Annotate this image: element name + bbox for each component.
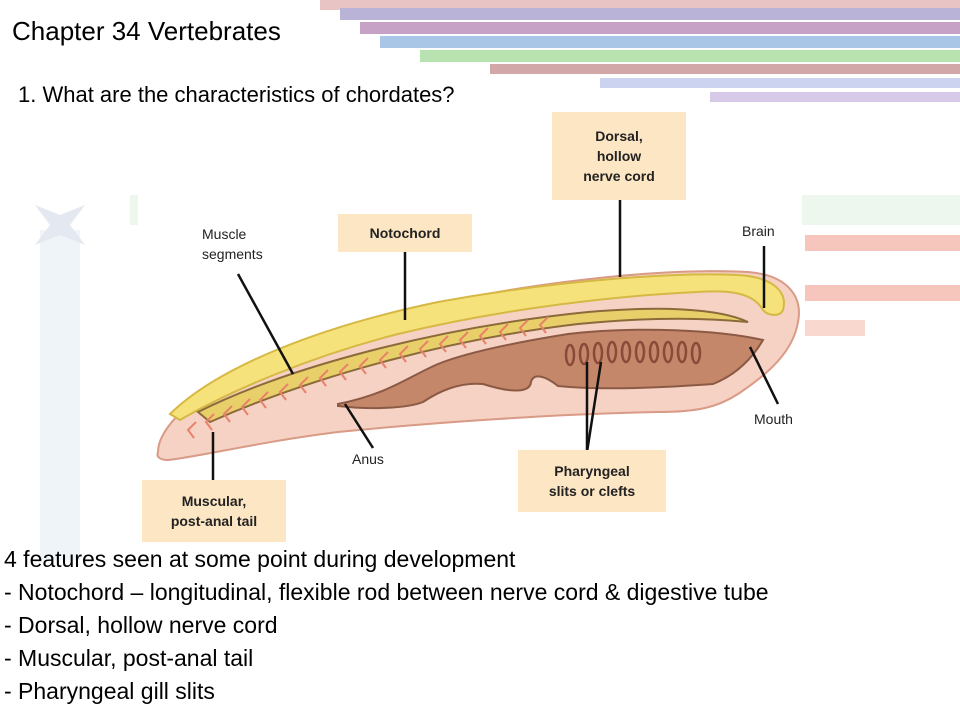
deco-arrow (805, 285, 960, 301)
leader-lines (211, 192, 780, 484)
leader-anus (343, 403, 375, 449)
label-mouth: Mouth (754, 411, 793, 427)
nerve-cord (168, 273, 785, 422)
deco-stripe (710, 92, 960, 102)
leader-muscle-segments (236, 273, 295, 375)
deco-stripe (360, 22, 960, 34)
note-dorsal-nerve-cord: - Dorsal, hollow nerve cord (4, 612, 278, 638)
label-brain: Brain (742, 223, 775, 239)
pharyngeal-slits (564, 340, 702, 367)
deco-stripe (600, 78, 960, 88)
notes-list: 4 features seen at some point during dev… (4, 543, 959, 708)
label-dorsal-nerve-cord: Dorsal, hollow nerve cord (552, 112, 686, 200)
deco-letter (40, 230, 80, 560)
note-pharyngeal-slits: - Pharyngeal gill slits (4, 678, 215, 704)
leader-pharyngeal-slits-2 (585, 361, 603, 453)
notes-heading: 4 features seen at some point during dev… (4, 546, 516, 572)
muscle-chevrons (186, 316, 549, 439)
label-muscle-segments: Muscle segments (202, 226, 263, 262)
label-muscular-tail: Muscular, post-anal tail (142, 480, 286, 542)
note-notochord: - Notochord – longitudinal, flexible rod… (4, 579, 769, 605)
label-anus: Anus (352, 451, 384, 467)
slide-question: 1. What are the characteristics of chord… (18, 82, 455, 107)
leader-mouth (748, 346, 780, 405)
deco-arrow (805, 235, 960, 251)
deco-stripe (490, 64, 960, 74)
deco-stripe (420, 50, 960, 62)
deco-stripe (380, 36, 960, 48)
label-notochord: Notochord (338, 214, 472, 252)
deco-stripe (320, 0, 960, 10)
star-icon (35, 205, 85, 245)
note-muscular-tail: - Muscular, post-anal tail (4, 645, 254, 671)
label-pharyngeal-slits: Pharyngeal slits or clefts (518, 450, 666, 512)
notochord (196, 307, 749, 424)
deco-arrow (805, 320, 865, 336)
chordate-diagram (156, 192, 800, 484)
chordate-figure: Dorsal, hollow nerve cord Notochord Musc… (138, 112, 802, 544)
deco-stripe (340, 8, 960, 20)
slide-title: Chapter 34 Vertebrates (12, 16, 281, 46)
